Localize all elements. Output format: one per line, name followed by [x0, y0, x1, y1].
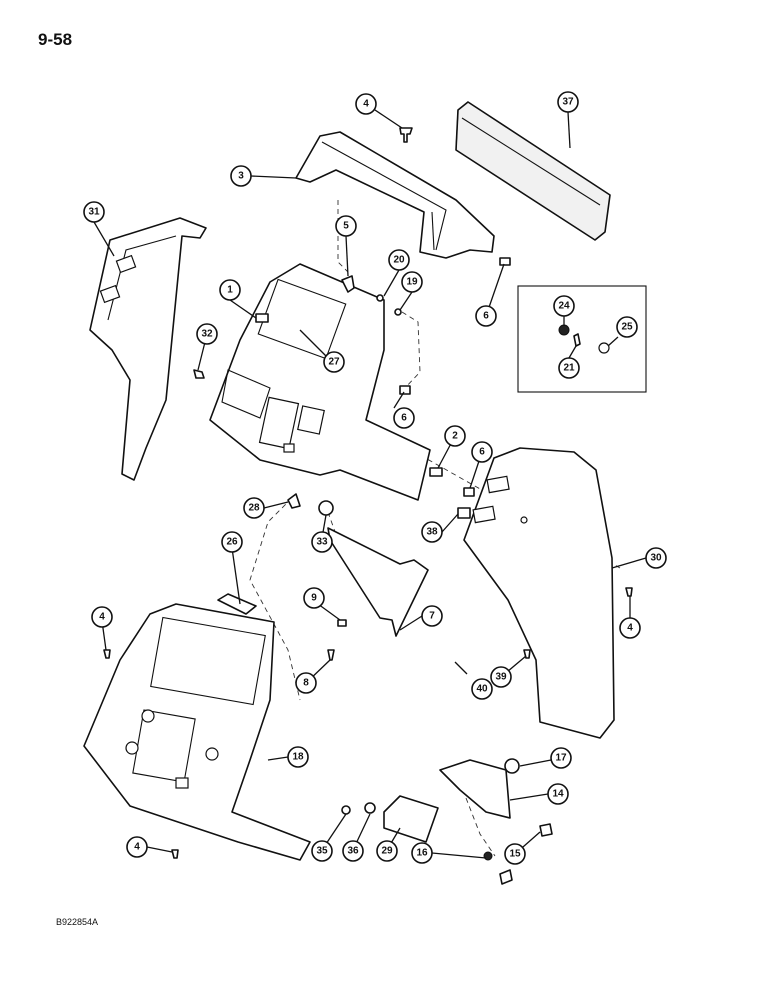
callout-29: 29: [376, 840, 398, 862]
svg-text:29: 29: [381, 846, 393, 857]
svg-text:14: 14: [552, 789, 564, 800]
callout-30: 30: [645, 547, 667, 569]
svg-text:16: 16: [416, 848, 428, 859]
callout-4-left: 4: [91, 606, 113, 628]
svg-text:38: 38: [426, 527, 438, 538]
svg-text:26: 26: [226, 537, 238, 548]
callout-20: 20: [388, 249, 410, 271]
part-1-panel-bracket: [209, 263, 431, 501]
callout-40: 40: [471, 678, 493, 700]
callout-32: 32: [196, 323, 218, 345]
callout-15: 15: [504, 843, 526, 865]
svg-text:4: 4: [363, 99, 369, 110]
callout-37: 37: [557, 91, 579, 113]
callout-4-top: 4: [355, 93, 377, 115]
svg-text:4: 4: [99, 612, 105, 623]
callout-26: 26: [221, 531, 243, 553]
callout-6-right: 6: [471, 441, 493, 463]
svg-text:28: 28: [248, 503, 260, 514]
callout-21: 21: [558, 357, 580, 379]
svg-text:35: 35: [316, 846, 328, 857]
figure-code: B922854A: [56, 917, 99, 927]
callout-7: 7: [421, 605, 443, 627]
callout-4-bottom: 4: [126, 836, 148, 858]
callout-1: 1: [219, 279, 241, 301]
svg-text:6: 6: [479, 447, 485, 458]
callout-17: 17: [550, 747, 572, 769]
svg-text:6: 6: [401, 413, 407, 424]
callout-8: 8: [295, 672, 317, 694]
part-30-right-side-panel: [463, 447, 615, 739]
callout-39: 39: [490, 666, 512, 688]
page-number: 9-58: [38, 30, 73, 49]
svg-text:6: 6: [483, 311, 489, 322]
svg-text:30: 30: [650, 553, 662, 564]
callout-38: 38: [421, 521, 443, 543]
inset-box: [517, 285, 647, 393]
svg-text:40: 40: [476, 684, 488, 695]
svg-text:24: 24: [558, 301, 570, 312]
callout-36: 36: [342, 840, 364, 862]
svg-text:4: 4: [627, 623, 633, 634]
part-3-top-cowl: [295, 131, 495, 259]
svg-text:2: 2: [452, 431, 458, 442]
svg-text:1: 1: [227, 285, 233, 296]
callout-6-middle: 6: [393, 407, 415, 429]
svg-text:21: 21: [563, 363, 575, 374]
svg-text:39: 39: [495, 672, 507, 683]
svg-text:37: 37: [562, 97, 574, 108]
svg-text:19: 19: [406, 277, 418, 288]
svg-text:20: 20: [393, 255, 405, 266]
callout-3: 3: [230, 165, 252, 187]
svg-text:9: 9: [311, 593, 317, 604]
callout-31: 31: [83, 201, 105, 223]
svg-text:31: 31: [88, 207, 100, 218]
part-37-foam-pad: [455, 101, 611, 241]
callout-9: 9: [303, 587, 325, 609]
callout-4-right: 4: [619, 617, 641, 639]
callout-19: 19: [401, 271, 423, 293]
svg-text:4: 4: [134, 842, 140, 853]
svg-text:33: 33: [316, 537, 328, 548]
callout-18: 18: [287, 746, 309, 768]
callout-27: 27: [323, 351, 345, 373]
svg-text:3: 3: [238, 171, 244, 182]
svg-text:8: 8: [303, 678, 309, 689]
svg-text:17: 17: [555, 753, 567, 764]
svg-text:27: 27: [328, 357, 340, 368]
callout-5: 5: [335, 215, 357, 237]
svg-text:18: 18: [292, 752, 304, 763]
part-18-lower-cowl: [83, 603, 311, 861]
callout-6-upper: 6: [475, 305, 497, 327]
part-31-left-side-panel: [89, 217, 207, 481]
callout-33: 33: [311, 531, 333, 553]
svg-text:32: 32: [201, 329, 213, 340]
small-parts: [103, 127, 633, 885]
svg-text:5: 5: [343, 221, 349, 232]
svg-text:25: 25: [621, 322, 633, 333]
callout-35: 35: [311, 840, 333, 862]
callout-24: 24: [553, 295, 575, 317]
callout-16: 16: [411, 842, 433, 864]
svg-text:36: 36: [347, 846, 359, 857]
callout-28: 28: [243, 497, 265, 519]
callout-2: 2: [444, 425, 466, 447]
svg-text:15: 15: [509, 849, 521, 860]
callout-14: 14: [547, 783, 569, 805]
svg-text:7: 7: [429, 611, 435, 622]
callout-25: 25: [616, 316, 638, 338]
